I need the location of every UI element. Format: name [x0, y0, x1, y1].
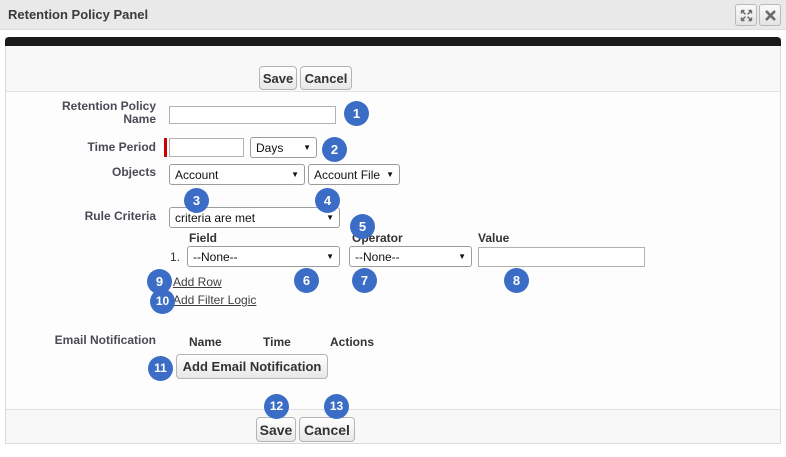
chevron-down-icon: ▼	[291, 170, 299, 179]
bottom-action-bar	[6, 409, 780, 443]
step-badge-8: 8	[504, 268, 529, 293]
step-badge-13: 13	[324, 394, 349, 419]
rule-criteria-label: Rule Criteria	[84, 209, 156, 223]
time-period-label: Time Period	[87, 140, 156, 154]
filter-value-input[interactable]	[478, 247, 645, 267]
close-icon	[765, 10, 776, 21]
add-filter-logic-link[interactable]: Add Filter Logic	[173, 293, 257, 307]
step-badge-6: 6	[294, 268, 319, 293]
retention-policy-name-input[interactable]	[169, 106, 336, 124]
panel-header-bar	[5, 37, 781, 46]
time-column-header: Time	[263, 335, 291, 349]
add-row-link[interactable]: Add Row	[173, 275, 222, 289]
chevron-down-icon: ▼	[386, 170, 394, 179]
objects-label: Objects	[111, 165, 156, 179]
step-badge-11: 11	[148, 356, 173, 381]
step-badge-4: 4	[315, 188, 340, 213]
name-column-header: Name	[189, 335, 222, 349]
filter-field-select[interactable]: --None-- ▼	[187, 246, 340, 267]
step-badge-10: 10	[150, 289, 175, 314]
filter-operator-select[interactable]: --None-- ▼	[349, 246, 472, 267]
chevron-down-icon: ▼	[326, 213, 334, 222]
step-badge-2: 2	[322, 137, 347, 162]
save-button-bottom[interactable]: Save	[256, 417, 296, 442]
close-button[interactable]	[759, 4, 781, 26]
step-badge-5: 5	[350, 214, 375, 239]
window-titlebar: Retention Policy Panel	[0, 0, 786, 30]
chevron-down-icon: ▼	[458, 252, 466, 261]
filter-row-index: 1.	[170, 250, 181, 264]
step-badge-1: 1	[344, 101, 369, 126]
cancel-button-bottom[interactable]: Cancel	[299, 417, 355, 442]
expand-button[interactable]	[735, 4, 757, 26]
retention-policy-panel: Save Cancel Retention Policy Name Time P…	[5, 37, 781, 444]
object-select[interactable]: Account ▼	[169, 164, 305, 185]
required-field-marker	[164, 138, 167, 157]
step-badge-12: 12	[264, 394, 289, 419]
chevron-down-icon: ▼	[326, 252, 334, 261]
time-period-input[interactable]	[169, 138, 244, 157]
add-email-notification-button[interactable]: Add Email Notification	[176, 354, 328, 379]
field-column-header: Field	[189, 231, 218, 245]
cancel-button-top[interactable]: Cancel	[300, 66, 352, 90]
window-title: Retention Policy Panel	[8, 7, 149, 22]
top-action-bar: Save Cancel	[6, 46, 780, 92]
retention-policy-name-label: Retention Policy Name	[61, 99, 156, 126]
time-unit-select[interactable]: Days ▼	[250, 137, 317, 158]
step-badge-3: 3	[184, 188, 209, 213]
step-badge-7: 7	[352, 268, 377, 293]
chevron-down-icon: ▼	[303, 143, 311, 152]
rule-criteria-select[interactable]: criteria are met ▼	[169, 207, 340, 228]
email-notification-label: Email Notification	[54, 333, 156, 347]
value-column-header: Value	[478, 231, 510, 245]
expand-icon	[740, 9, 753, 22]
actions-column-header: Actions	[330, 335, 375, 349]
file-object-select[interactable]: Account File ▼	[308, 164, 400, 185]
save-button-top[interactable]: Save	[259, 66, 297, 90]
